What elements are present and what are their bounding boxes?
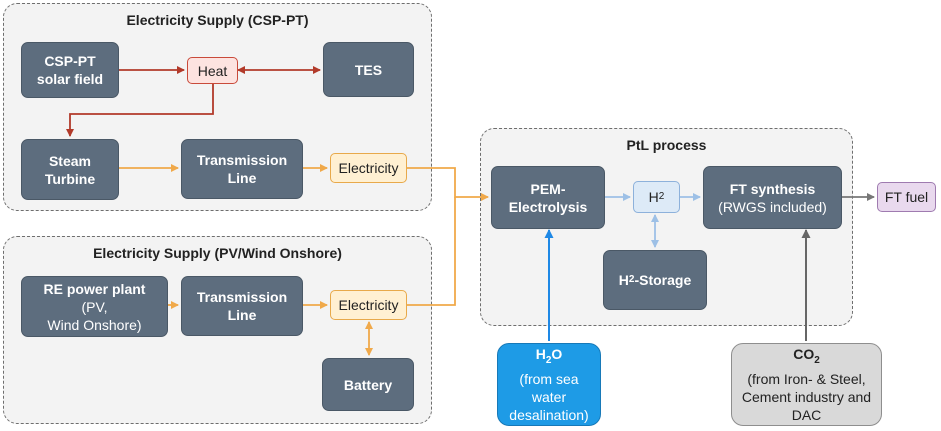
arrow-heat-to-turbine [66, 84, 214, 137]
re-power-plant: RE power plant (PV, Wind Onshore) [21, 276, 168, 337]
heat-node: Heat [187, 57, 238, 84]
csp-solar-field: CSP-PT solar field [21, 42, 119, 98]
co2-input: CO2 (from Iron- & Steel, Cement industry… [731, 343, 882, 426]
ft-synthesis-title: FT synthesis [729, 180, 816, 197]
h2-storage-subscript: 2 [628, 274, 635, 285]
steam-turbine: Steam Turbine [21, 139, 119, 200]
re-power-plant-title: RE power plant [43, 280, 146, 297]
tes-node: TES [323, 42, 414, 97]
water-input: H2O (from sea water desalination) [497, 343, 601, 426]
h2-storage-pre: H [618, 272, 629, 288]
co2-desc: (from Iron- & Steel, Cement industry and… [741, 370, 872, 423]
electricity-pv: Electricity [330, 290, 407, 320]
h2-storage-label: -Storage [634, 272, 692, 288]
arrow-elec-pv-to-pem [407, 197, 456, 306]
water-title-o: O [551, 346, 563, 363]
pem-electrolysis: PEM- Electrolysis [491, 166, 605, 229]
transmission-line-pv: Transmission Line [181, 276, 303, 336]
water-subscript: 2 [545, 354, 552, 366]
h2-label: H [648, 189, 659, 205]
water-title: H2O [536, 345, 563, 370]
re-power-plant-sub: (PV, Wind Onshore) [47, 298, 142, 333]
group-pv-wind-title: Electricity Supply (PV/Wind Onshore) [93, 245, 342, 261]
co2-title: CO2 [793, 345, 820, 370]
arrow-elec-csp-to-pem [407, 167, 489, 201]
co2-subscript: 2 [814, 354, 820, 366]
ft-synthesis-sub: (RWGS included) [718, 198, 827, 215]
battery-node: Battery [322, 358, 414, 411]
water-title-h: H [535, 346, 546, 363]
ft-synthesis: FT synthesis (RWGS included) [703, 166, 842, 229]
group-csp-pt-title: Electricity Supply (CSP-PT) [126, 12, 309, 28]
co2-title-co: CO [793, 346, 815, 363]
h2-subscript: 2 [658, 191, 665, 202]
transmission-line-csp: Transmission Line [181, 139, 303, 199]
electricity-csp: Electricity [330, 153, 407, 183]
water-desc: (from sea water desalination) [509, 370, 589, 423]
ft-fuel: FT fuel [877, 182, 936, 212]
group-ptl-title: PtL process [626, 137, 707, 153]
